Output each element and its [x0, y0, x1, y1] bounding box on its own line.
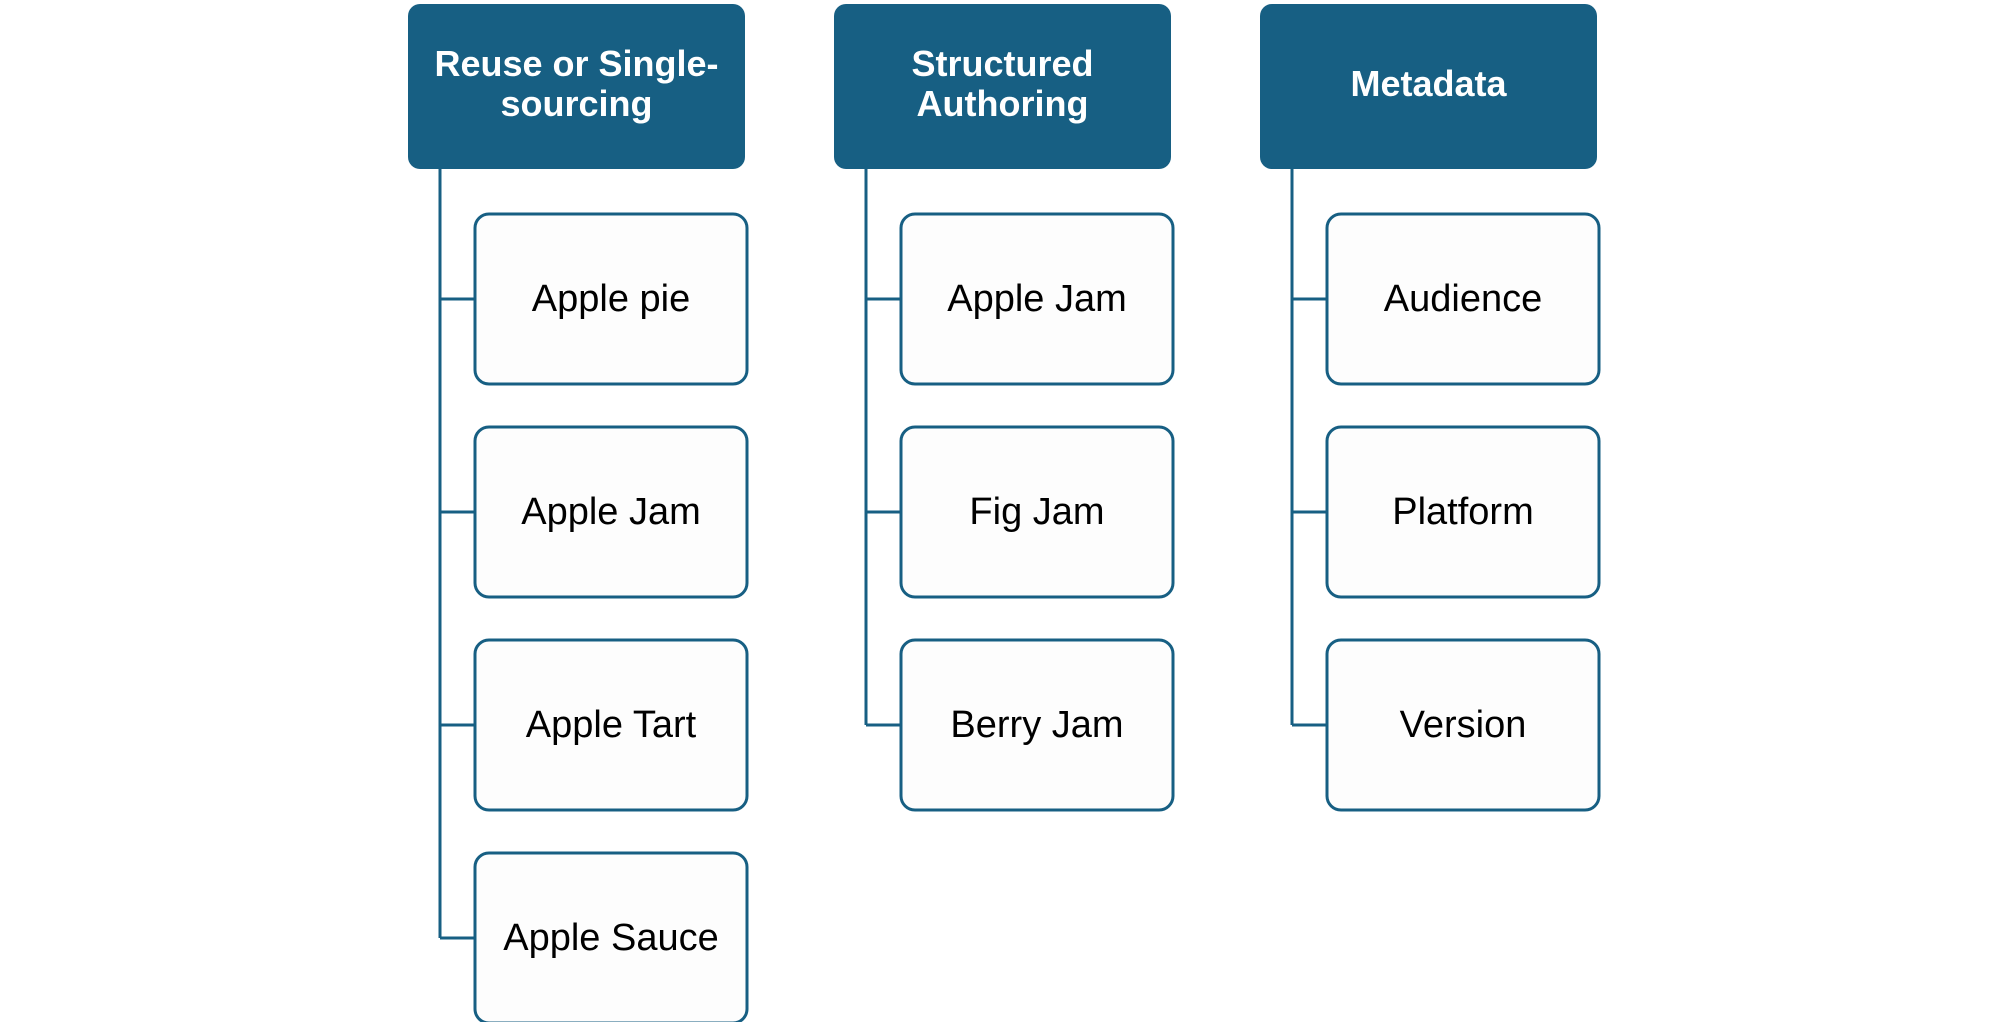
item-label: Fig Jam: [969, 491, 1104, 533]
item-label: Apple Jam: [521, 491, 701, 533]
header-title-line: Structured: [911, 43, 1093, 84]
item-label: Apple Sauce: [503, 917, 719, 959]
item-box: [473, 425, 749, 599]
header-box: [408, 4, 745, 169]
item-box: [1325, 425, 1601, 599]
item-label: Apple Jam: [947, 278, 1127, 320]
header-title-line: Authoring: [917, 83, 1089, 124]
header-box: [834, 4, 1171, 169]
item-label: Audience: [1384, 278, 1542, 320]
header-title-line: Metadata: [1350, 63, 1507, 104]
item-box: [473, 638, 749, 812]
header-title-line: Reuse or Single-: [434, 43, 718, 84]
item-box: [1325, 212, 1601, 386]
item-label: Berry Jam: [950, 704, 1123, 746]
header-box: [1260, 4, 1597, 169]
item-label: Apple Tart: [526, 704, 697, 746]
item-label: Apple pie: [532, 278, 690, 320]
item-label: Platform: [1392, 491, 1533, 533]
header-title-line: sourcing: [500, 83, 652, 124]
item-label: Version: [1400, 704, 1527, 746]
item-box: [473, 851, 749, 1022]
item-box: [899, 212, 1175, 386]
item-box: [899, 425, 1175, 599]
item-box: [473, 212, 749, 386]
item-box: [899, 638, 1175, 812]
item-box: [1325, 638, 1601, 812]
